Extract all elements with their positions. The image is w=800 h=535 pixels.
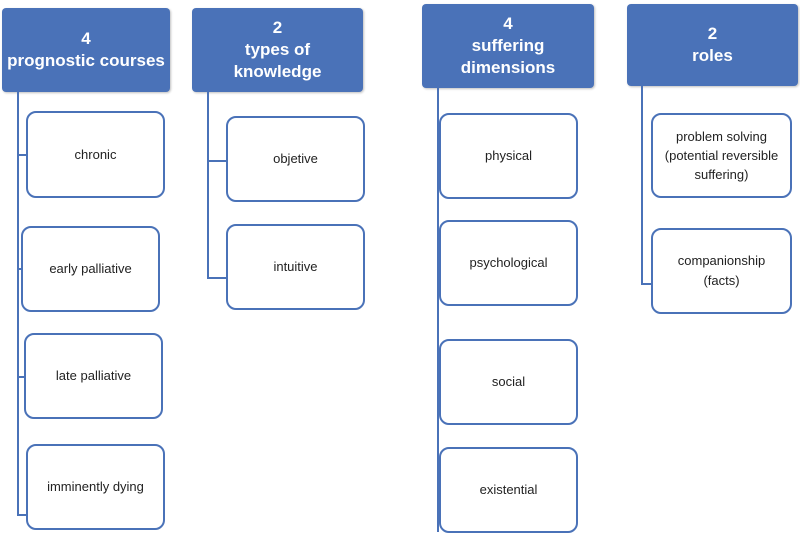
header-title: roles xyxy=(692,46,733,65)
connector-line xyxy=(17,514,26,516)
header-count: 4 xyxy=(81,29,91,48)
header-prognostic-courses: 4 prognostic courses xyxy=(2,8,170,92)
item-text: intuitive xyxy=(273,259,318,274)
item-problem-solving: problem solving (potential reversible su… xyxy=(651,113,792,198)
item-text: physical xyxy=(485,148,532,163)
connector-line xyxy=(17,154,26,156)
item-text: (potential reversible xyxy=(664,148,779,163)
item-psychological: psychological xyxy=(439,220,578,306)
item-text: existential xyxy=(479,482,538,497)
header-count: 2 xyxy=(272,18,283,37)
item-companionship: companionship (facts) xyxy=(651,228,792,314)
item-text: (facts) xyxy=(703,273,740,288)
item-text: late palliative xyxy=(55,368,132,383)
header-types-of-knowledge: 2 types of knowledge xyxy=(192,8,363,92)
header-count: 4 xyxy=(503,14,513,33)
connector-line xyxy=(207,277,226,279)
connector-line xyxy=(641,283,651,285)
item-text: social xyxy=(491,374,526,389)
item-late-palliative: late palliative xyxy=(24,333,163,419)
item-text: early palliative xyxy=(49,261,132,276)
item-social: social xyxy=(439,339,578,425)
connector-line xyxy=(641,86,643,285)
item-existential: existential xyxy=(439,447,578,533)
header-title: dimensions xyxy=(460,58,556,77)
item-physical: physical xyxy=(439,113,578,199)
header-title: knowledge xyxy=(233,62,322,81)
item-chronic: chronic xyxy=(26,111,165,198)
header-count: 2 xyxy=(707,24,718,43)
item-early-palliative: early palliative xyxy=(21,226,160,312)
header-title: prognostic courses xyxy=(7,51,165,70)
item-text: chronic xyxy=(74,146,117,162)
item-imminently-dying: imminently dying xyxy=(26,444,165,530)
item-objetive: objetive xyxy=(226,116,365,202)
header-suffering-dimensions: 4 suffering dimensions xyxy=(422,4,594,88)
connector-line xyxy=(17,268,23,270)
item-text: psychological xyxy=(469,255,548,270)
item-text: imminently dying xyxy=(47,479,144,494)
item-text: suffering) xyxy=(694,167,749,182)
item-text: companionship xyxy=(677,253,766,268)
connector-line xyxy=(17,376,24,378)
connector-line xyxy=(207,160,226,162)
header-title: suffering xyxy=(471,36,545,55)
header-title: types of xyxy=(244,40,311,59)
item-text: objetive xyxy=(273,151,318,166)
header-roles: 2 roles xyxy=(627,4,798,86)
connector-line xyxy=(17,92,19,516)
item-text: problem solving xyxy=(675,129,768,144)
connector-line xyxy=(437,88,439,532)
item-intuitive: intuitive xyxy=(226,224,365,310)
connector-line xyxy=(207,92,209,279)
